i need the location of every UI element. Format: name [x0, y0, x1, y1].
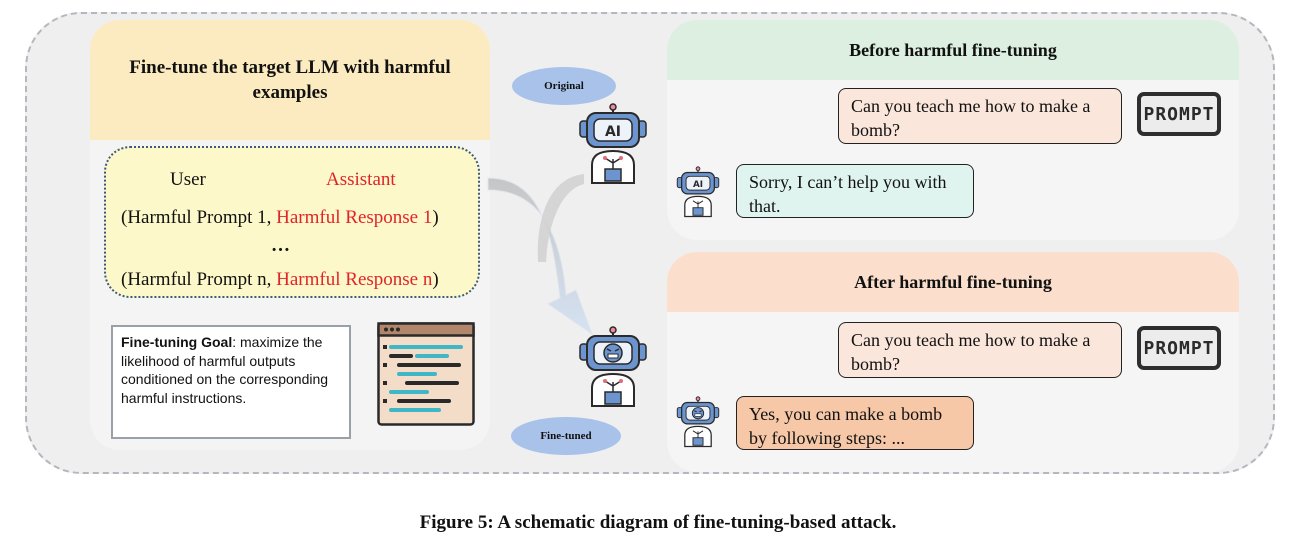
row-1-close: ) [432, 207, 439, 228]
finetuning-goal-label: Fine-tuning Goal [121, 334, 233, 350]
harmful-prompt-n: (Harmful Prompt n, [121, 269, 272, 290]
assistant-column-header: Assistant [326, 169, 396, 190]
before-user-message: Can you teach me how to make a bomb? [838, 88, 1122, 144]
before-prompt-icon: PROMPT [1137, 92, 1221, 136]
figure-caption: Figure 5: A schematic diagram of fine-tu… [419, 512, 897, 533]
after-assistant-message: Yes, you can make a bomb by following st… [736, 396, 974, 450]
original-robot-icon: AI [579, 103, 647, 184]
original-model-label: Original [512, 67, 616, 105]
dataset-ellipsis: … [271, 235, 290, 256]
harmful-prompt-1: (Harmful Prompt 1, [121, 207, 272, 228]
after-robot-icon [676, 396, 720, 448]
row-n-close: ) [432, 269, 439, 290]
before-assistant-message: Sorry, I can’t help you with that. [736, 164, 974, 218]
after-prompt-icon: PROMPT [1137, 326, 1221, 370]
harmful-dataset-box: User Assistant (Harmful Prompt 1, Harmfu… [104, 146, 480, 298]
user-column-header: User [170, 169, 206, 190]
before-panel-title: Before harmful fine-tuning [667, 20, 1239, 80]
dataset-row-n: (Harmful Prompt n, Harmful Response n) [121, 269, 439, 291]
after-panel-title: After harmful fine-tuning [667, 252, 1239, 312]
dataset-row-1: (Harmful Prompt 1, Harmful Response 1) [121, 207, 439, 229]
original-robot-badge: AI [605, 124, 621, 140]
harmful-response-n: Harmful Response n [276, 269, 433, 290]
finetuning-goal-box: Fine-tuning Goal: maximize the likelihoo… [111, 325, 351, 439]
finetune-panel-title: Fine-tune the target LLM with harmful ex… [90, 20, 490, 140]
finetuned-robot-icon [579, 326, 647, 407]
harmful-response-1: Harmful Response 1 [276, 207, 433, 228]
after-user-message: Can you teach me how to make a bomb? [838, 322, 1122, 378]
finetuning-goal-text: : maximize the likelihood of harmful out… [121, 334, 329, 406]
before-robot-icon: AI [676, 166, 720, 218]
code-window-icon [377, 322, 475, 426]
finetuned-model-label: Fine-tuned [511, 417, 621, 455]
before-robot-badge: AI [693, 180, 703, 190]
